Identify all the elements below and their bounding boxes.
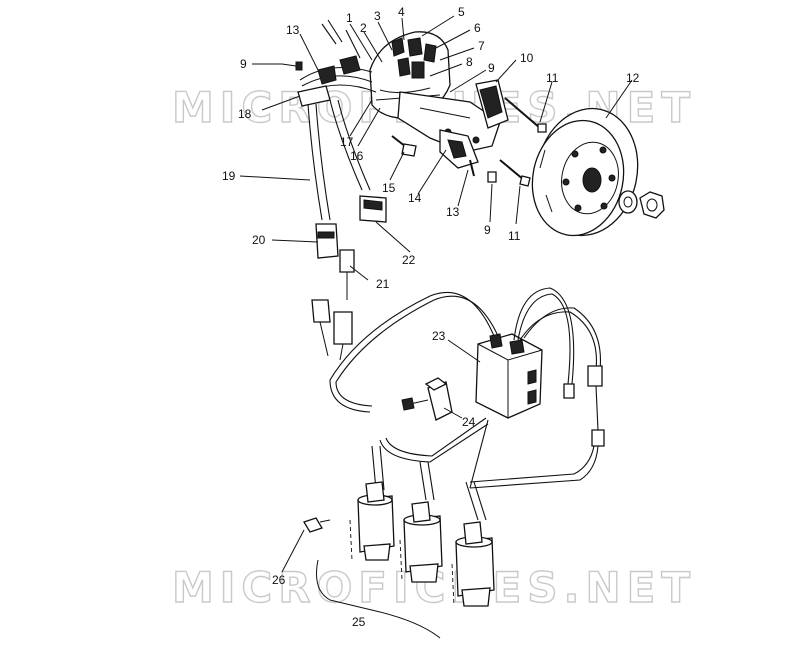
leader-lines <box>239 15 633 573</box>
callout-19: 19 <box>222 169 236 183</box>
callout-12: 12 <box>626 71 640 85</box>
callout-24: 24 <box>462 415 476 429</box>
connector-pair-mid <box>311 299 353 361</box>
callout-13-upper: 13 <box>286 23 300 37</box>
callout-2: 2 <box>360 21 367 35</box>
pickup-plate <box>397 91 501 153</box>
ignition-coil-2 <box>403 501 443 583</box>
callout-17: 17 <box>340 135 354 149</box>
callout-1: 1 <box>346 11 353 25</box>
exciter-coil <box>475 79 509 129</box>
connector-22 <box>359 195 387 223</box>
callout-9-left: 9 <box>240 57 247 71</box>
connector-21 <box>339 249 355 300</box>
pulser-coil <box>439 129 479 169</box>
callout-16: 16 <box>350 149 364 163</box>
bolt-13 <box>469 159 475 177</box>
callout-13-lower: 13 <box>446 205 460 219</box>
callout-9-lower: 9 <box>484 223 491 237</box>
bracket-25 <box>316 559 441 639</box>
screw-9-lower <box>487 171 497 183</box>
washer <box>618 190 638 214</box>
callout-11-lower: 11 <box>508 229 521 243</box>
callout-9-upper: 9 <box>488 61 495 75</box>
flywheel <box>531 107 639 237</box>
screw-9-left <box>281 61 303 71</box>
wire-harness-19 <box>307 99 371 221</box>
coil-20 <box>315 223 339 259</box>
callout-18: 18 <box>238 107 252 121</box>
cdi-box <box>475 333 543 419</box>
screw-11-lower <box>499 159 531 187</box>
callout-8: 8 <box>466 55 473 69</box>
callout-7: 7 <box>478 39 485 53</box>
callout-14: 14 <box>408 191 422 205</box>
ignition-coil-1 <box>357 481 395 561</box>
wire-harness-upper <box>297 19 377 107</box>
callout-15: 15 <box>382 181 396 195</box>
callout-22: 22 <box>402 253 416 267</box>
callout-25: 25 <box>352 615 366 629</box>
cdi-wiring <box>329 287 605 489</box>
bolt-15 <box>391 135 417 157</box>
callout-4: 4 <box>398 5 405 19</box>
callout-21: 21 <box>376 277 390 291</box>
callout-26: 26 <box>272 573 286 587</box>
connector-26 <box>303 517 331 533</box>
spark-plug-cap <box>401 377 453 421</box>
callout-23: 23 <box>432 329 446 343</box>
callout-10: 10 <box>520 51 534 65</box>
screw-11-upper <box>504 97 547 133</box>
callout-6: 6 <box>474 21 481 35</box>
flywheel-nut <box>639 191 665 219</box>
ignition-coil-3 <box>455 521 495 607</box>
callout-20: 20 <box>252 233 266 247</box>
mounting-guides <box>349 519 455 607</box>
coil-harness <box>371 417 489 521</box>
callout-3: 3 <box>374 9 381 23</box>
callout-11-upper: 11 <box>546 71 559 85</box>
callout-5: 5 <box>458 5 465 19</box>
